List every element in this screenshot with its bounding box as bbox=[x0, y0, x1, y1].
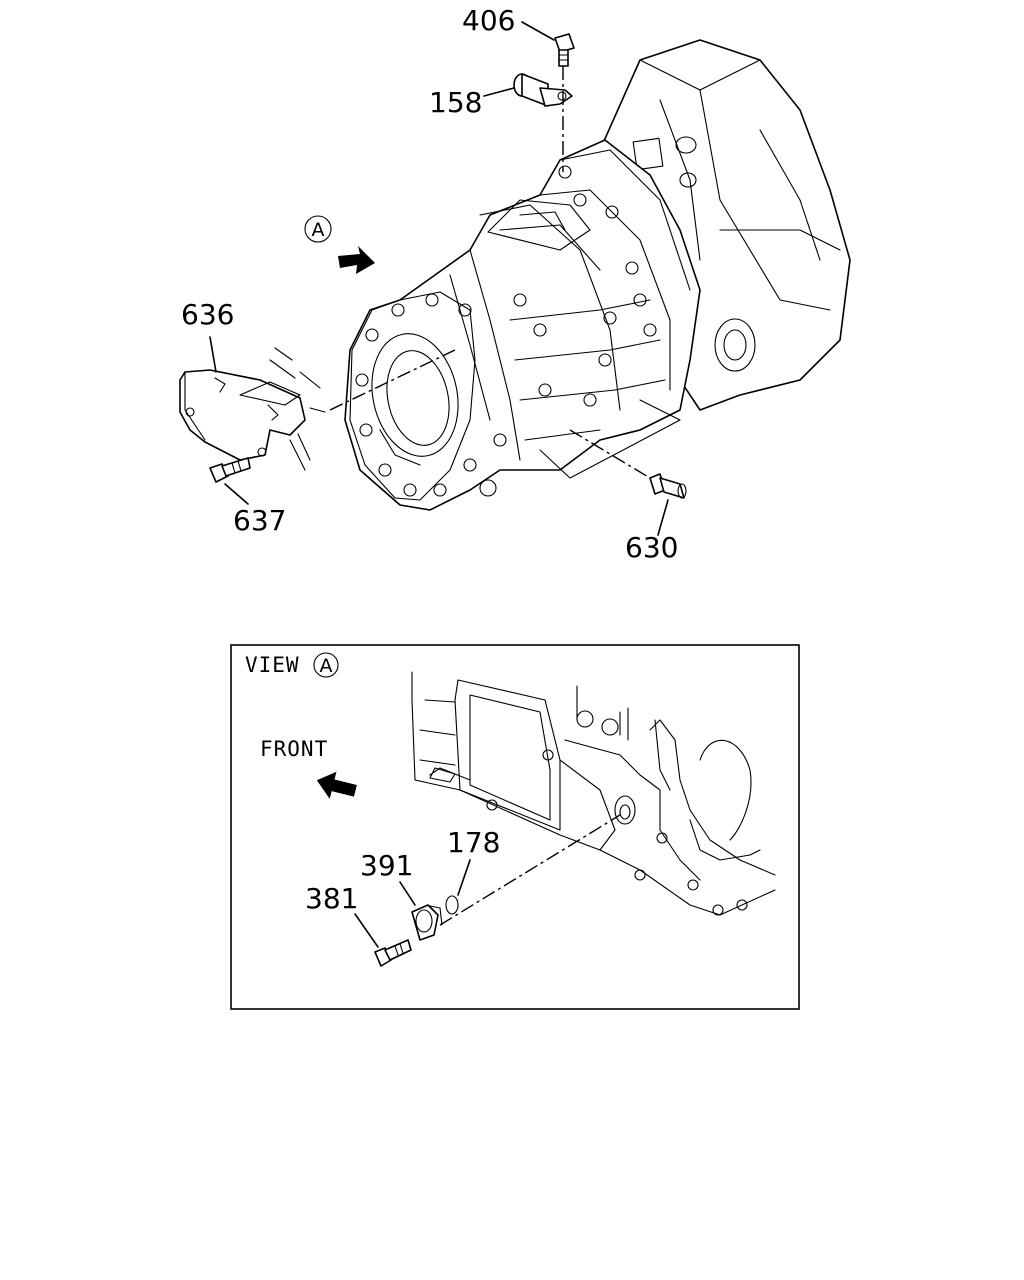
part-637-bolt bbox=[209, 457, 251, 505]
callout-630: 630 bbox=[625, 531, 678, 564]
callout-636: 636 bbox=[181, 298, 234, 331]
front-arrow bbox=[316, 771, 357, 799]
view-a-inset: VIEW A FRONT bbox=[230, 644, 800, 1010]
callout-637: 637 bbox=[233, 504, 286, 537]
inset-view-marker: A bbox=[320, 655, 333, 677]
inset-casting bbox=[411, 671, 776, 916]
callout-381: 381 bbox=[305, 882, 358, 915]
part-178-o-ring bbox=[445, 859, 471, 915]
callout-178: 178 bbox=[447, 826, 500, 859]
view-direction-arrow bbox=[338, 246, 375, 274]
part-406-bolt bbox=[521, 21, 575, 67]
part-391-sensor bbox=[399, 881, 443, 941]
part-636-bracket bbox=[179, 336, 326, 471]
inset-view-label: VIEW bbox=[245, 653, 300, 677]
callout-391: 391 bbox=[360, 849, 413, 882]
bolt-bosses bbox=[355, 165, 657, 497]
view-marker-letter: A bbox=[312, 219, 325, 241]
callout-158: 158 bbox=[429, 86, 482, 119]
inset-frame bbox=[230, 644, 800, 1010]
transmission-assembly bbox=[344, 39, 851, 511]
front-label: FRONT bbox=[260, 737, 328, 761]
part-630-switch bbox=[649, 473, 687, 536]
callout-406: 406 bbox=[462, 4, 515, 37]
part-381-bolt bbox=[354, 913, 412, 967]
part-158-bracket bbox=[483, 73, 573, 107]
view-a-marker: A bbox=[304, 215, 375, 274]
